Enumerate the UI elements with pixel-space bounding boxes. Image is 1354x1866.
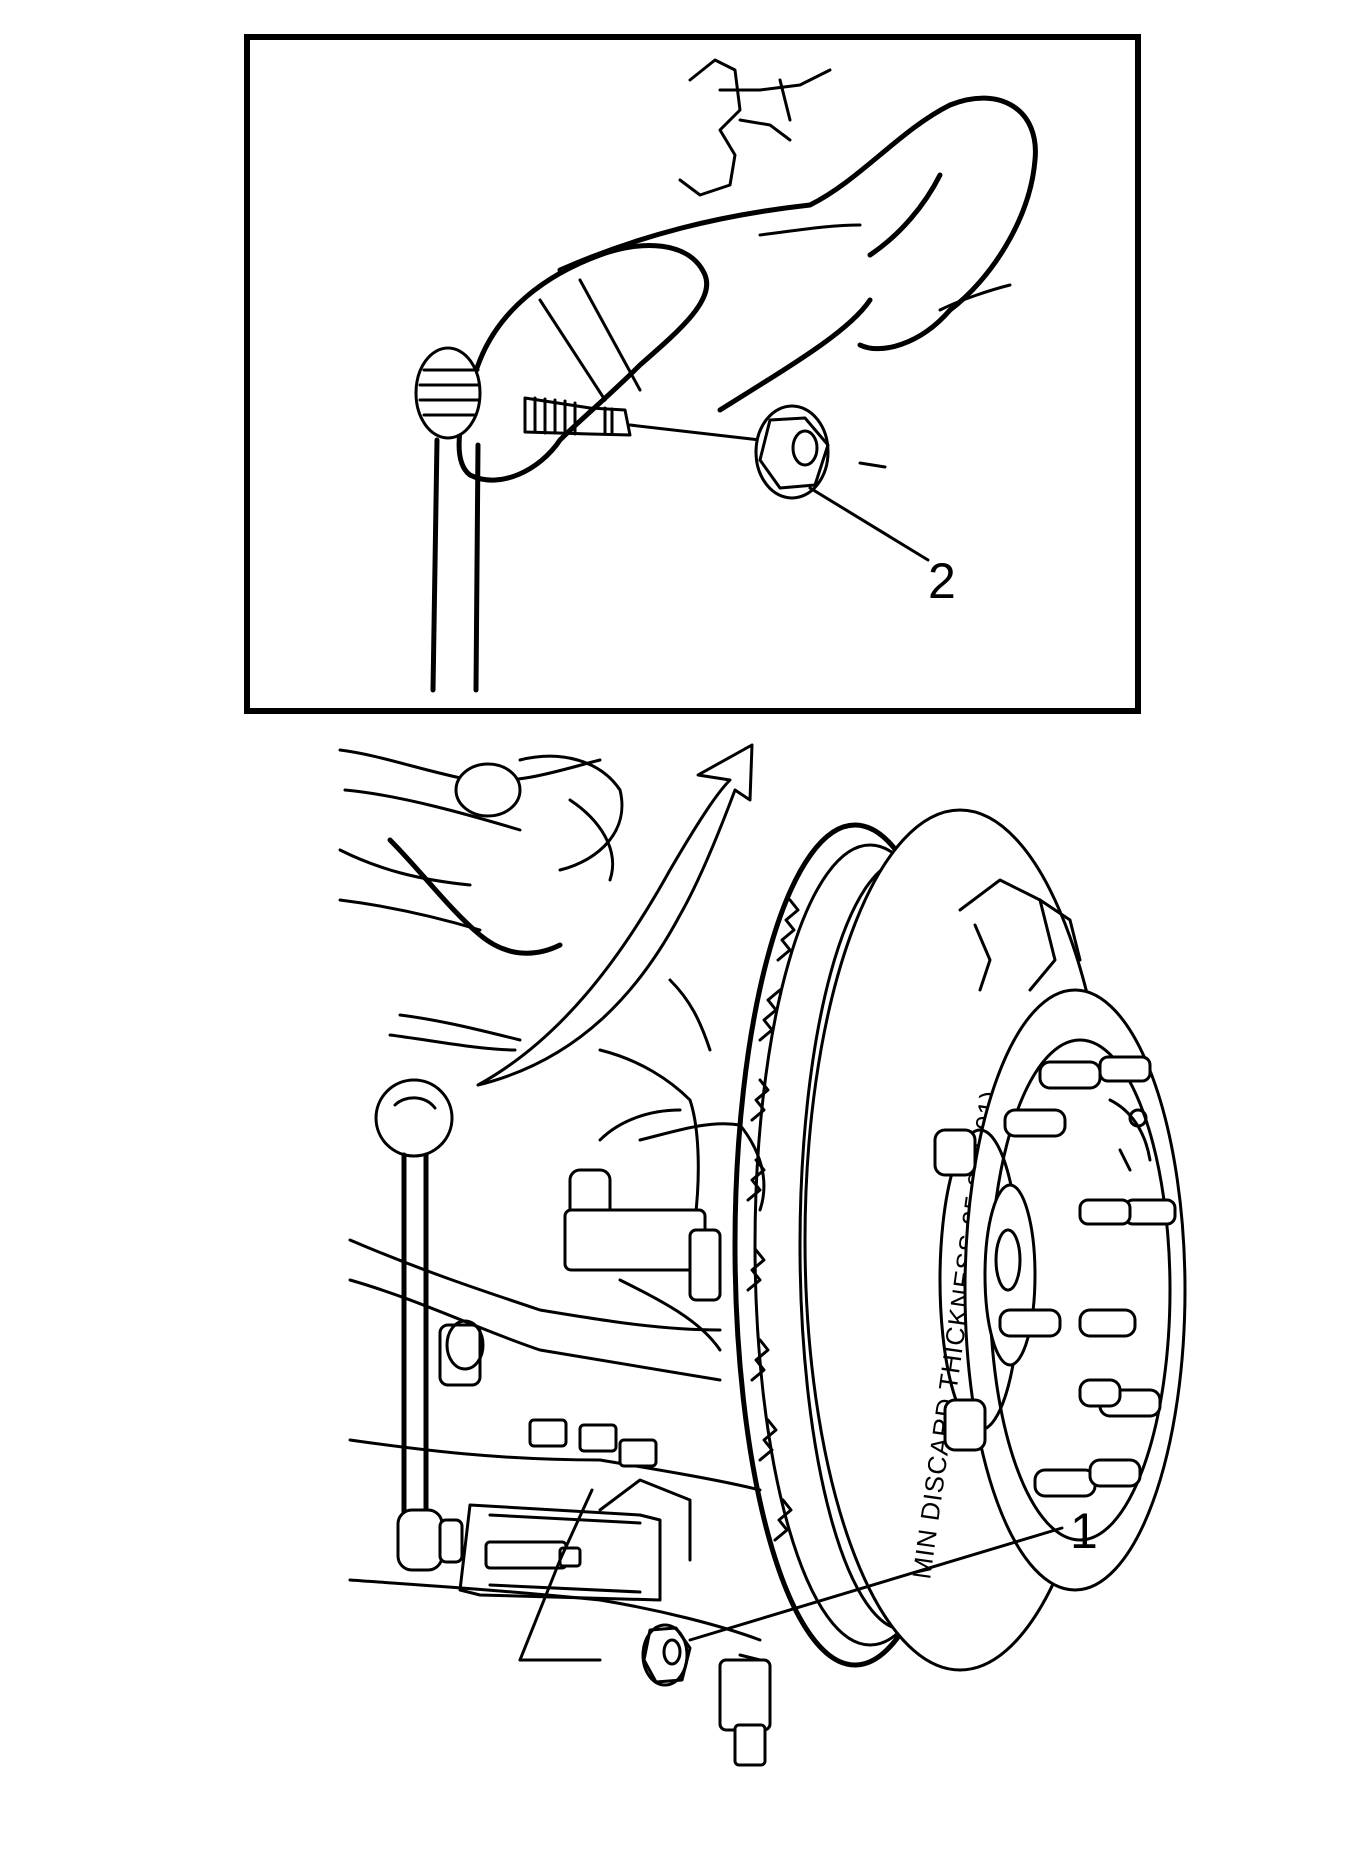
nut-2 [754,404,830,500]
detail-centerline-dash [858,461,887,469]
link-lower-bushing [396,1478,692,1602]
callout-1-label: 1 [1070,1503,1098,1559]
knuckle-and-caliper [563,1108,766,1352]
caliper-bracket [958,878,1082,992]
main-assembly: MIN DISCARD THICKNESS 25.8 (1.01) [338,743,1187,1767]
threaded-stud [523,396,632,437]
callout-2-leader [808,486,930,562]
link-grommet [414,346,482,440]
nut-1 [641,1623,692,1687]
bracket-bolts [528,1418,772,1767]
detail-reference-arrow [476,743,754,1087]
upper-mount-bracket [678,58,832,197]
wiring-harness [387,837,712,1222]
link-plate [456,243,710,483]
link-rod-upper [430,437,481,693]
wheel-studs [998,1055,1177,1498]
callout-1-leader [688,1526,1064,1642]
link-upper-ball [374,1078,454,1158]
stabilizer-bar [557,95,1038,413]
link-rod-lower [401,1152,429,1523]
nut-1-centerline [518,1488,762,1662]
detail-frame [244,34,1141,714]
callout-2-label: 2 [928,553,956,609]
wheel-hub [933,988,1187,1592]
detail-inset: 2 [244,34,1141,714]
upper-control-arm [338,748,624,932]
abs-sensor-wire [1108,1098,1152,1172]
detail-centerline [628,423,762,442]
